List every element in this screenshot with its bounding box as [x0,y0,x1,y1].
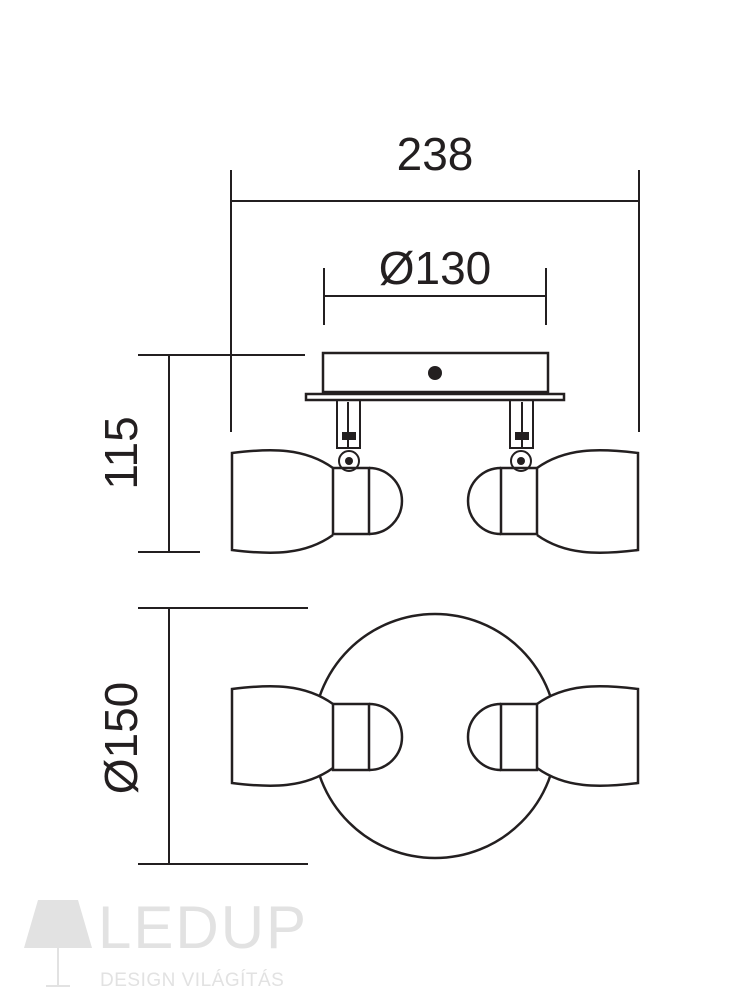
right-spot-lamp [466,449,640,554]
height-label: 115 [95,416,147,489]
watermark-brand: LEDUP [98,894,308,961]
watermark-tagline: DESIGN VILÁGÍTÁS [100,970,284,991]
base-diameter-label: Ø150 [95,682,147,795]
top-left-collar [331,702,371,772]
canopy-screw [428,366,442,380]
mount-diameter-label: Ø130 [379,242,492,294]
left-collar [331,466,371,536]
top-right-collar [499,702,539,772]
watermark-logo: LEDUP DESIGN VILÁGÍTÁS [24,894,308,991]
right-spot-arm [509,399,534,472]
top-left-spot-lamp [230,685,404,787]
height-dimension: 115 [95,354,305,553]
left-spot-lamp [230,449,404,554]
top-right-spot-lamp [466,685,640,787]
canopy-plate [304,392,566,402]
lamp-icon [24,900,92,948]
top-right-bulb-cap [466,702,502,772]
left-spot-arm [336,399,361,472]
top-right-shade [536,685,640,787]
top-left-bulb-cap [368,702,404,772]
base-diameter-dimension: Ø150 [95,607,308,865]
left-bulb-cap [368,466,404,536]
width-label: 238 [397,128,474,180]
base-plate [311,612,559,860]
side-view [230,351,640,554]
width-dimension: 238 [230,128,640,432]
canopy-body [321,351,550,394]
right-collar [499,466,539,536]
top-view [230,612,640,860]
right-shade [536,449,640,554]
mount-diameter-dimension: Ø130 [323,242,547,325]
top-left-shade [230,685,334,787]
right-bulb-cap [466,466,502,536]
left-shade [230,449,334,554]
